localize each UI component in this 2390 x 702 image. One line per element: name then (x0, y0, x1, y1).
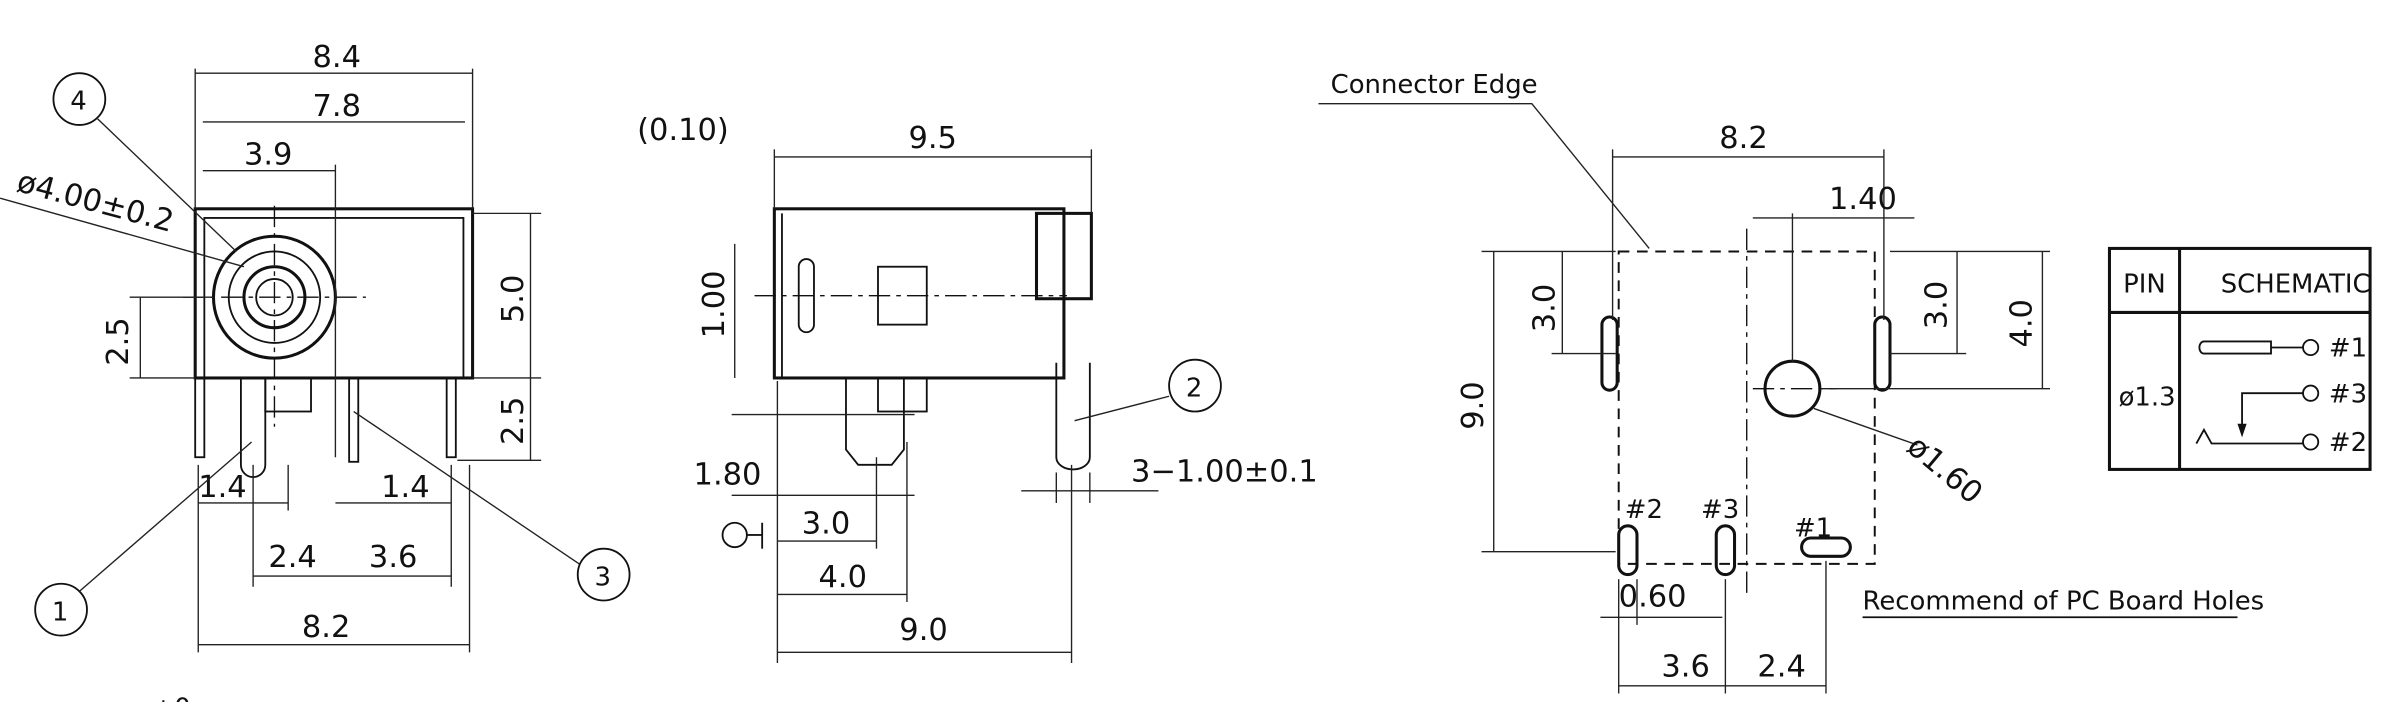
dim-gap: (0.10) (637, 113, 729, 148)
pcb-hole-view: Connector Edge 8.2 1.40 9.0 3.0 3.0 4.0 … (1318, 70, 2265, 694)
side-view: (0.10) 9.5 1.00 1.80 3.0 4.0 9.0 3−1.00±… (637, 113, 1318, 663)
dim-hole-dia: ø4.00±0.2 (13, 164, 177, 239)
dim-2.4: 2.4 (268, 540, 316, 575)
pin-size: ø1.3 (2119, 382, 2176, 412)
dim-1.4-right: 1.4 (381, 470, 429, 505)
dim-2.5-right: 2.5 (496, 397, 531, 445)
dim-1.4-left: 1.4 (198, 470, 246, 505)
schematic-pin-1: #1 (2329, 334, 2367, 364)
dim-5.0: 5.0 (496, 275, 531, 323)
dim-3.0-right: 3.0 (1919, 281, 1954, 329)
dim-1.40: 1.40 (1829, 182, 1897, 217)
dim-2.5-left: 2.5 (101, 317, 136, 365)
callout-1: 1 (52, 597, 68, 627)
header-schematic: SCHEMATIC (2221, 270, 2371, 300)
header-pin: PIN (2123, 270, 2166, 300)
dim-9.5: 9.5 (908, 121, 956, 156)
dim-pin-width: 3−1.00±0.1 (1131, 455, 1318, 490)
pin-schematic-table: PIN SCHEMATIC ø1.3 #1 #3 #2 (2107, 246, 2372, 471)
dim-9.0: 9.0 (1456, 381, 1491, 429)
dim-3.0-left: 3.0 (1528, 284, 1563, 332)
dim-4.0: 4.0 (819, 560, 867, 595)
pin-1-label: #1 (1794, 513, 1832, 543)
dim-4.0: 4.0 (2005, 299, 2040, 347)
dim-7.8: 7.8 (313, 89, 361, 124)
connector-edge-label: Connector Edge (1331, 70, 1538, 100)
front-view: 8.4 7.8 3.9 ø4.00±0.2 2.5 5.0 2.5 1.4 1.… (0, 40, 631, 653)
pin-3-label: #3 (1701, 495, 1739, 525)
dim-9.0: 9.0 (899, 613, 947, 648)
dim-1.00: 1.00 (697, 271, 732, 339)
dim-0.60: 0.60 (1619, 580, 1687, 615)
dim-1.80: 1.80 (694, 458, 762, 493)
pcb-caption: Recommend of PC Board Holes (1863, 587, 2265, 617)
dim-2.4: 2.4 (1757, 650, 1805, 685)
dim-3.0: 3.0 (802, 506, 850, 541)
dim-3.6: 3.6 (369, 540, 417, 575)
schematic-pin-3: #3 (2329, 379, 2367, 409)
dim-8.4: 8.4 (313, 40, 361, 75)
callout-3: 3 (595, 562, 611, 592)
footer-partial-text: +0 (153, 693, 191, 702)
schematic-pin-2: #2 (2329, 428, 2367, 458)
pin-2-label: #2 (1625, 495, 1663, 525)
dim-hole-dia: ø1.60 (1900, 429, 1989, 511)
callout-4: 4 (70, 87, 86, 117)
dim-3.6: 3.6 (1661, 650, 1709, 685)
callout-2: 2 (1186, 373, 1202, 403)
dim-8.2: 8.2 (302, 610, 350, 645)
dim-3.9: 3.9 (244, 138, 292, 173)
dim-8.2: 8.2 (1719, 121, 1767, 156)
